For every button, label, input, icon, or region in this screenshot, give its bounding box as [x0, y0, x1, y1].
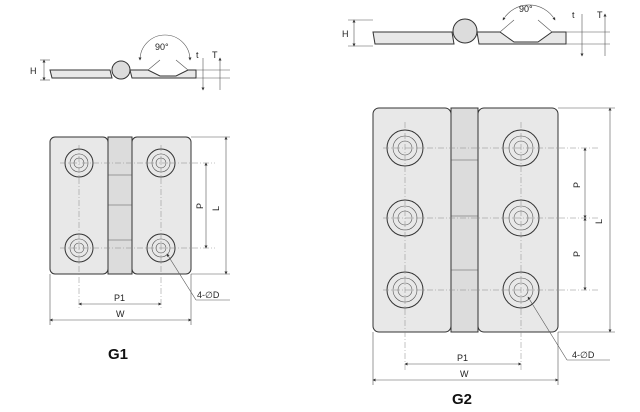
g2-p-upper-label: P [572, 182, 582, 188]
g2-t-label: t [572, 10, 575, 20]
g2-w-label: W [460, 369, 469, 379]
g1-h-label: H [30, 66, 37, 76]
g1-front-view: P L P1 W 4-∅D G1 [49, 136, 230, 363]
g2-l-label: L [594, 219, 604, 224]
g1-t-label: t [196, 50, 199, 60]
g2-T-label: T [597, 10, 603, 20]
g2-p-lower-label: P [572, 251, 582, 257]
g1-T-label: T [212, 50, 218, 60]
g2-hole-label: 4-∅D [572, 350, 595, 360]
g1-side-view: 90° H t T [30, 34, 230, 91]
g1-hole-label: 4-∅D [197, 290, 220, 300]
g2-caption: G2 [452, 391, 472, 408]
g2-front-view: P P L P1 W 4-∅D G2 [372, 107, 615, 408]
g1-p1-label: P1 [114, 293, 125, 303]
g2-angle-label: 90° [519, 4, 533, 14]
g2-side-view: 90° H t T [342, 4, 610, 57]
g1-l-label: L [211, 206, 221, 211]
g1-angle-label: 90° [155, 42, 169, 52]
g1-p-label: P [195, 203, 205, 209]
g1-w-label: W [116, 309, 125, 319]
g2-h-label: H [342, 29, 349, 39]
g1-caption: G1 [108, 346, 128, 363]
g2-p1-label: P1 [457, 353, 468, 363]
